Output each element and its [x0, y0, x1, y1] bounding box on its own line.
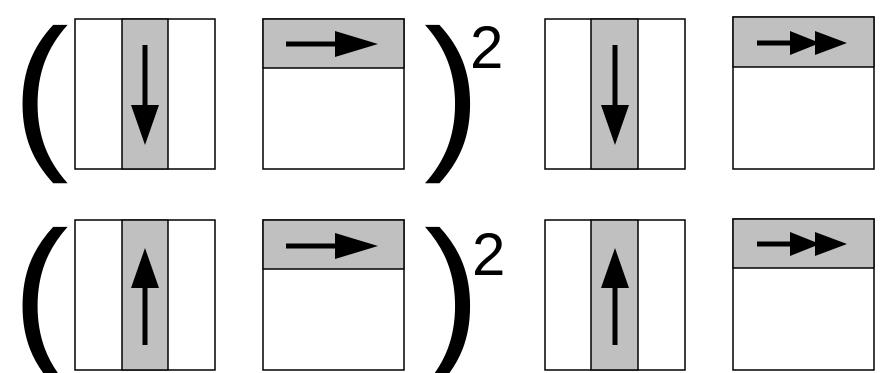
open-paren: ( — [12, 0, 69, 185]
close-paren: ) — [424, 197, 481, 373]
double-arrow-right-icon — [757, 232, 847, 256]
arrow-up-icon — [601, 248, 629, 345]
box-horizontal-double-right — [732, 16, 875, 170]
arrow-down-icon — [601, 45, 629, 145]
row-2: ( ) 2 — [12, 197, 875, 373]
arrow-up-icon — [131, 248, 159, 345]
double-arrow-right-icon — [757, 31, 847, 55]
arrow-right-icon — [286, 233, 378, 259]
open-paren: ( — [12, 197, 69, 373]
box-vertical-up — [544, 219, 686, 371]
close-paren: ) — [424, 0, 481, 185]
arrow-down-icon — [131, 45, 159, 145]
row-1: ( ) 2 — [12, 0, 875, 185]
exponent: 2 — [472, 221, 505, 288]
box-vertical-up — [74, 219, 216, 371]
box-horizontal-right — [262, 219, 405, 371]
exponent: 2 — [470, 14, 503, 81]
box-horizontal-right — [262, 18, 405, 170]
arrow-right-icon — [286, 31, 378, 57]
box-vertical-down — [544, 18, 686, 170]
box-horizontal-double-right — [732, 218, 875, 371]
box-vertical-down — [74, 18, 216, 170]
